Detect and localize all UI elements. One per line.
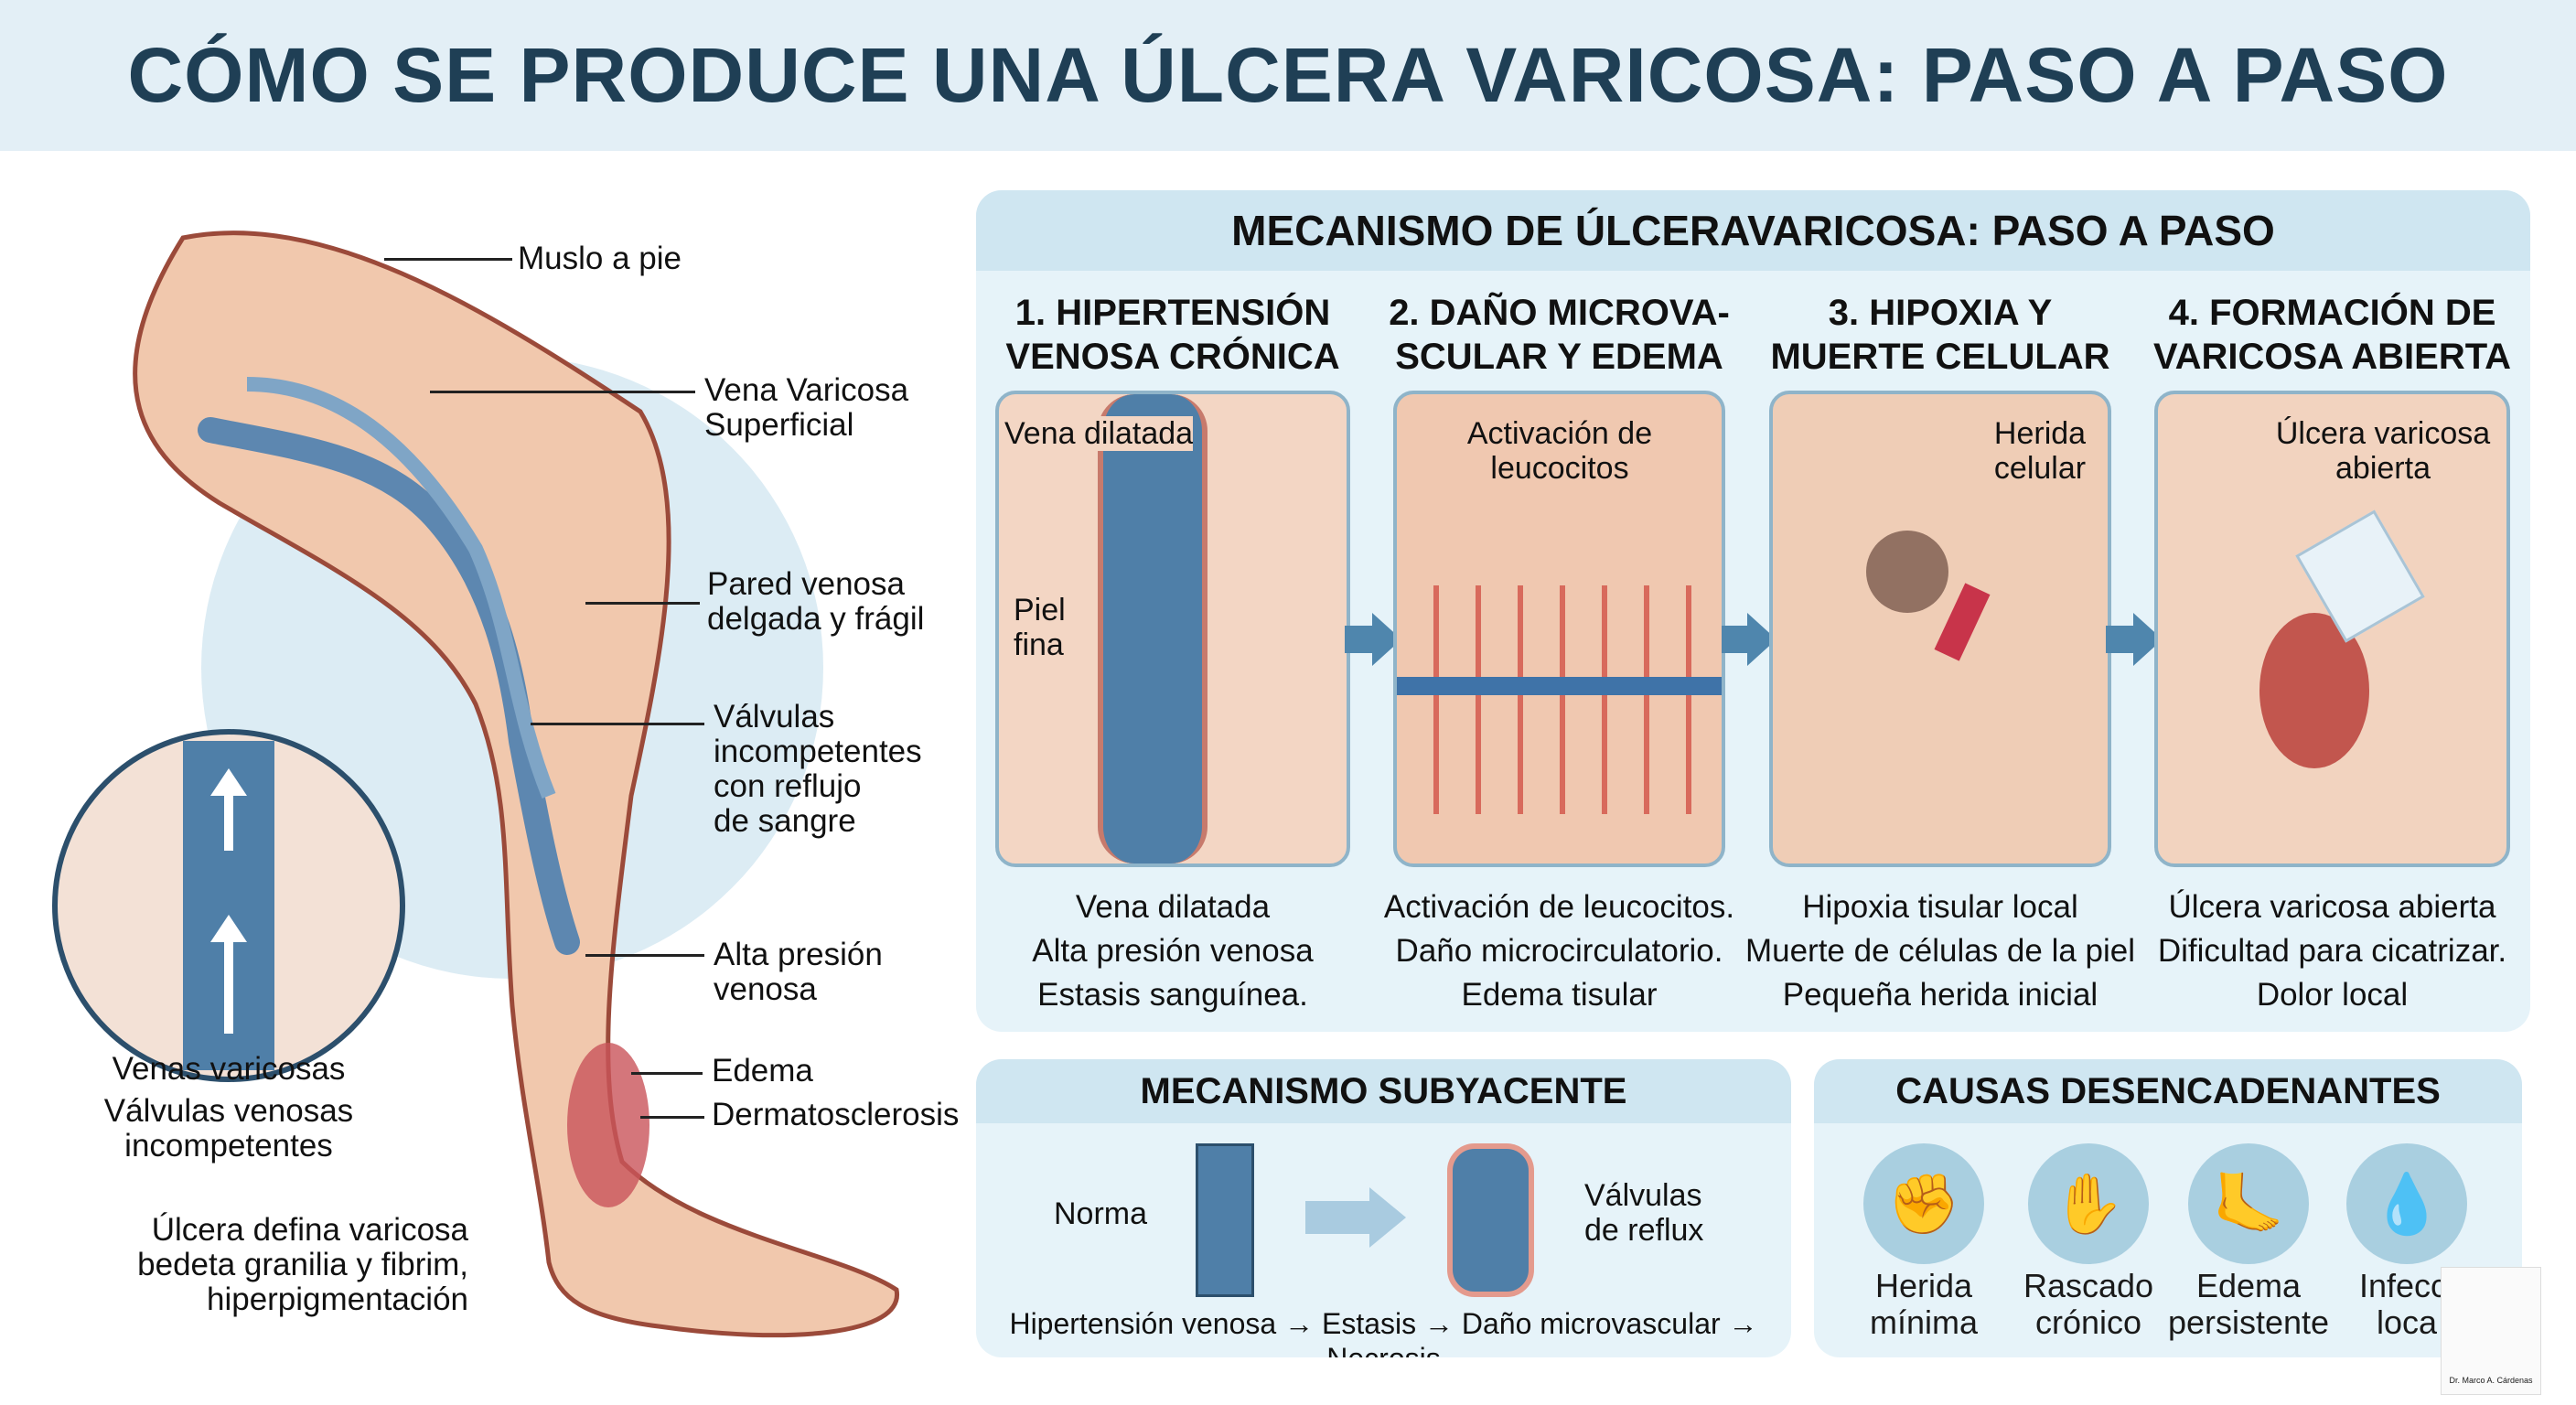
label-leucocitos: Activación de leucocitos [1466,416,1653,486]
label-ulcera-abierta: Úlcera varicosa abierta [2275,416,2491,486]
necrosis-icon [1866,531,1948,613]
scratching-hand-icon: ✋ [2028,1143,2149,1264]
capillary-icon [1397,677,1722,695]
title-bar: CÓMO SE PRODUCE UNA ÚLCERA VARICOSA: PAS… [0,0,2576,151]
leader-line [531,723,704,725]
dilated-vein-icon [1098,394,1208,863]
leg-illustration [52,231,899,1338]
step-caption-2: Activación de leucocitos.Daño microcircu… [1383,889,1735,1013]
step-arrow-icon [1720,626,1747,653]
label-dermatosclerosis: Dermatosclerosis [712,1097,960,1132]
mechanism-title: MECANISMO DE ÚLCERAVARICOSA: PASO A PASO [976,190,2530,271]
page-title: CÓMO SE PRODUCE UNA ÚLCERA VARICOSA: PAS… [127,32,2449,118]
label-normal: Norma [1054,1196,1148,1231]
leader-line [384,258,512,261]
leader-line [585,954,704,957]
leader-line [430,391,695,393]
swollen-foot-icon: 🦶 [2188,1143,2309,1264]
leader-line [631,1072,703,1075]
label-herida-celular: Herida celular [1993,416,2087,486]
blood-drop-skin-icon: 💧 [2346,1143,2467,1264]
watermark-logo: Dr. Marco A. Cárdenas [2441,1267,2541,1395]
chain-text: Hipertensión venosa → Estasis → Daño mic… [1009,1307,1758,1357]
step-heading-2: 2. DAÑO MICROVA-SCULAR Y EDEMA [1389,293,1730,377]
label-piel-fina: Piel fina [1014,593,1068,662]
leader-line [640,1116,704,1119]
fist-impact-icon: ✊ [1863,1143,1984,1264]
step-arrow-icon [2106,626,2133,653]
leader-line [585,602,700,605]
subyacente-title: MECANISMO SUBYACENTE [976,1059,1791,1123]
label-vena-dilatada: Vena dilatada [1004,416,1194,451]
causas-title: CAUSAS DESENCADENANTES [1814,1059,2522,1123]
step-illustration-3 [1769,391,2111,867]
normal-vein-icon [1196,1143,1254,1297]
step-arrow-icon [1345,626,1372,653]
label-edema: Edema [712,1053,813,1089]
label-thigh: Muslo a pie [518,241,682,276]
arrow-icon [1305,1201,1369,1234]
reflux-vein-icon [1447,1143,1534,1297]
